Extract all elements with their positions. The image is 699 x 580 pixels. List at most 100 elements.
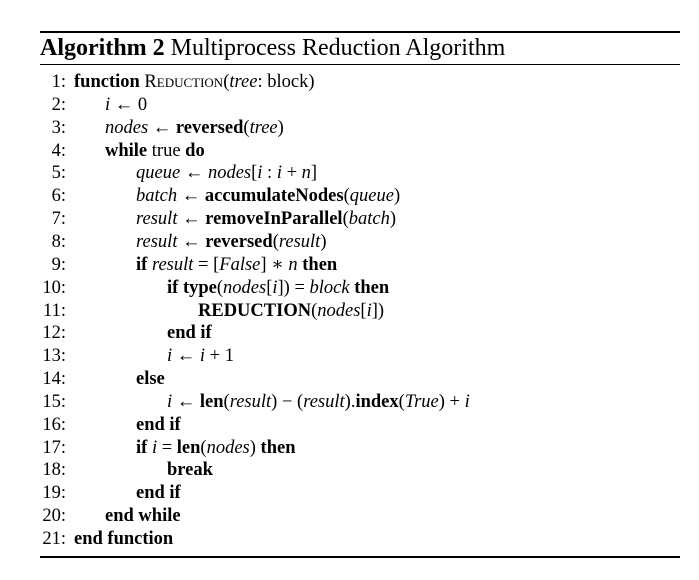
- keyword: accumulateNodes: [204, 186, 344, 207]
- code-text: (: [223, 72, 230, 92]
- line-code: i ← 0: [105, 94, 147, 117]
- keyword: if: [136, 254, 148, 275]
- code-text: ]: [310, 163, 318, 184]
- line-code: i ← len(result) − (result).index(True) +…: [167, 391, 470, 414]
- algorithm-line: 5:queue ← nodes[i : i + n]: [0, 162, 699, 185]
- algorithm-line: 21:end function: [0, 528, 699, 551]
- algorithm-line: 7:result ← removeInParallel(batch): [0, 208, 699, 231]
- code-text: (: [200, 437, 207, 458]
- top-rule: [40, 31, 680, 33]
- keyword: then: [354, 277, 390, 298]
- line-number: 14:: [42, 369, 66, 390]
- line-number: 6:: [51, 186, 66, 207]
- line-code: result ← removeInParallel(batch): [136, 208, 396, 231]
- code-text: (: [311, 300, 318, 321]
- code-text: ←: [172, 391, 200, 412]
- math-var: tree: [249, 117, 278, 138]
- line-code: result ← reversed(result): [136, 231, 327, 254]
- keyword: len: [199, 391, 224, 412]
- math-var: queue: [136, 163, 181, 184]
- code-text: +: [281, 163, 302, 184]
- line-code: while true do: [105, 140, 205, 163]
- code-text: ).: [344, 391, 356, 412]
- code-text: ): [320, 231, 327, 252]
- keyword: end if: [167, 323, 212, 344]
- math-var: i: [167, 391, 173, 412]
- keyword: index: [355, 391, 399, 412]
- math-var: nodes: [207, 163, 252, 184]
- line-number: 9:: [51, 254, 66, 275]
- keyword: REDUCTION: [198, 300, 312, 321]
- algorithm-line: 6: batch ← accumulateNodes(queue): [0, 185, 699, 208]
- code-text: : block): [257, 72, 315, 92]
- line-number: 1:: [51, 72, 66, 92]
- algorithm-line: 18:break: [0, 459, 699, 482]
- algorithm-line: 20:end while: [0, 505, 699, 528]
- math-var: result: [151, 254, 194, 275]
- algorithm-line: 19: end if: [0, 482, 699, 505]
- keyword: reversed: [175, 117, 244, 138]
- math-var: i: [257, 163, 263, 184]
- math-var: i: [366, 300, 372, 321]
- line-code: i ← i + 1: [167, 345, 234, 368]
- keyword: end while: [105, 506, 181, 527]
- keyword: then: [260, 437, 296, 458]
- code-text: ]) =: [277, 277, 310, 298]
- keyword: end function: [74, 529, 174, 549]
- code-text: ]): [371, 300, 385, 321]
- math-var: i: [464, 391, 470, 412]
- line-number: 17:: [42, 437, 66, 458]
- line-number: 15:: [42, 391, 66, 412]
- code-text: :: [262, 163, 277, 184]
- keyword: if: [167, 277, 179, 298]
- line-code: batch ← accumulateNodes(queue): [136, 185, 400, 208]
- code-text: ←: [148, 117, 176, 138]
- algorithm-caption: Algorithm 2 Multiprocess Reduction Algor…: [40, 34, 505, 62]
- math-var: nodes: [223, 277, 267, 298]
- keyword: break: [167, 460, 213, 481]
- code-text: (: [216, 277, 224, 298]
- math-var: queue: [349, 186, 394, 207]
- algorithm-line: 13: i ← i + 1: [0, 345, 699, 368]
- line-number: 12:: [42, 323, 66, 344]
- algorithm-line: 12: end if: [0, 322, 699, 345]
- keyword: if: [136, 437, 148, 458]
- code-text: ): [277, 117, 284, 138]
- algorithm-label: Algorithm 2: [40, 35, 165, 61]
- line-number: 19:: [42, 483, 66, 504]
- code-text: ←: [177, 209, 206, 230]
- math-var: batch: [136, 186, 178, 207]
- line-code: if i = len(nodes) then: [136, 437, 296, 460]
- line-number: 10:: [42, 277, 66, 298]
- code-text: = [: [193, 254, 220, 275]
- code-text: ←: [180, 163, 208, 184]
- line-code: if type(nodes[i]) = block then: [167, 277, 389, 300]
- code-text: [: [251, 163, 258, 184]
- math-var: result: [229, 391, 272, 412]
- line-code: end if: [167, 322, 212, 345]
- algorithm-line: 10: if type(nodes[i]) = block then: [0, 277, 699, 300]
- code-text: true: [147, 140, 186, 161]
- algorithm-line: 11:REDUCTION(nodes[i]): [0, 300, 699, 323]
- line-code: end if: [136, 482, 181, 505]
- line-number: 8:: [51, 231, 66, 252]
- code-text: ] ∗: [260, 254, 289, 275]
- line-code: if result = [False] ∗ n then: [136, 254, 337, 277]
- math-var: batch: [348, 209, 390, 230]
- caption-rule: [40, 64, 680, 65]
- code-text: ): [389, 209, 397, 230]
- keyword: removeInParallel: [205, 209, 343, 230]
- math-var: i: [167, 346, 173, 367]
- code-text: [: [360, 300, 367, 321]
- algorithm-line: 17: if i = len(nodes) then: [0, 437, 699, 460]
- algorithm-line: 4:while true do: [0, 140, 699, 163]
- line-number: 3:: [51, 117, 66, 138]
- line-number: 2:: [51, 94, 66, 115]
- math-var: i: [199, 346, 206, 367]
- math-var: i: [276, 163, 282, 184]
- line-number: 13:: [42, 346, 66, 367]
- line-number: 16:: [42, 414, 66, 435]
- line-code: REDUCTION(nodes[i]): [198, 300, 384, 323]
- code-text: ) − (: [271, 391, 304, 412]
- keyword: len: [176, 437, 201, 458]
